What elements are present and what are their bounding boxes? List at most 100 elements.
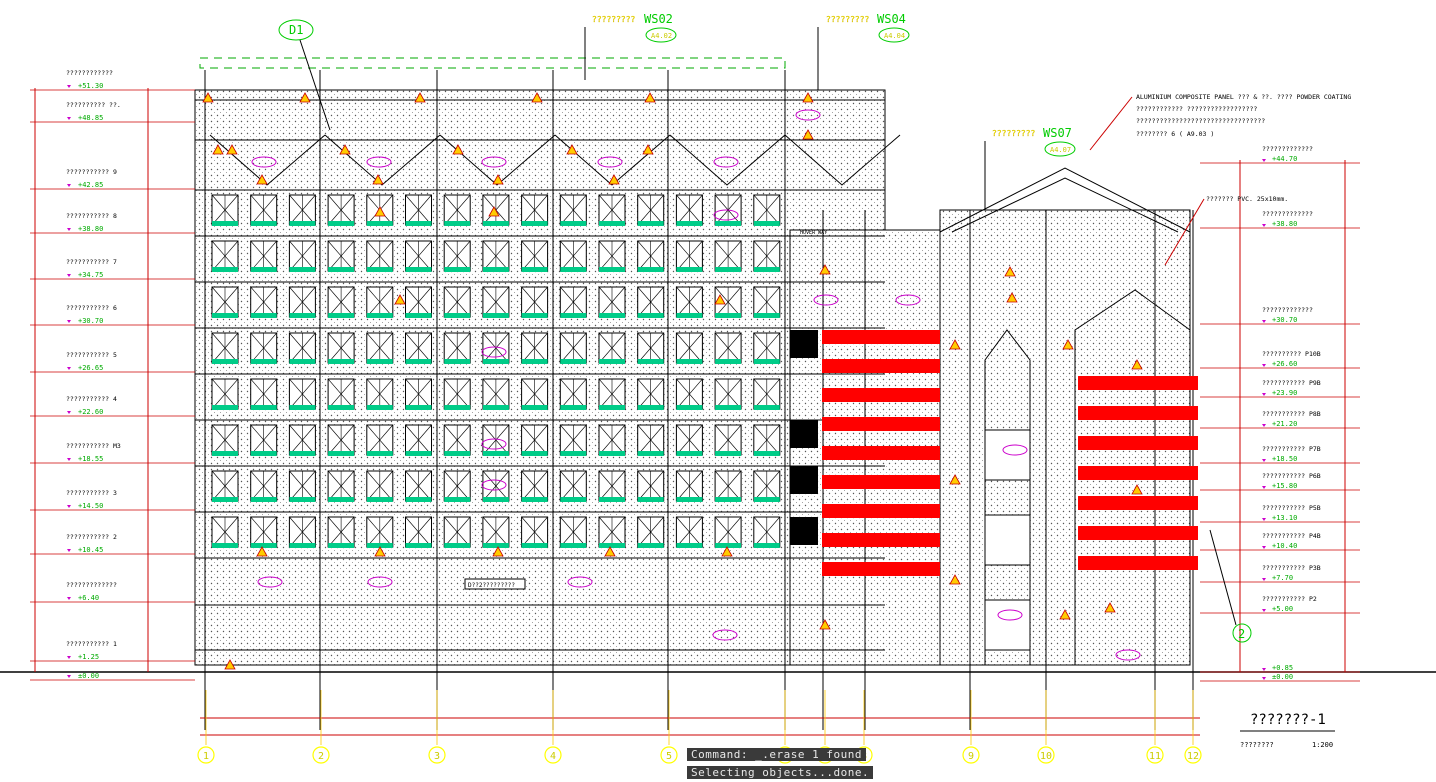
level-value: +22.60 [78, 408, 103, 416]
level-marker-icon [1262, 424, 1266, 427]
window [559, 470, 587, 502]
triangle-tag-icon [608, 174, 620, 185]
svg-text:A4.07: A4.07 [1050, 146, 1071, 154]
level-marker-icon [1262, 518, 1266, 521]
balcony [1078, 526, 1198, 540]
tag-ws07: ????????? WS07 A4.07 [984, 126, 1076, 210]
level-marker-icon [1262, 364, 1266, 367]
level-value: +5.00 [1272, 605, 1293, 613]
window [598, 194, 626, 226]
balcony [822, 562, 940, 576]
command-line-1: Command: _.erase 1 found [687, 748, 866, 761]
window [211, 424, 239, 456]
level-marker-icon [67, 85, 71, 88]
window [598, 378, 626, 410]
window [675, 240, 703, 272]
window [521, 332, 549, 364]
window [405, 378, 432, 410]
level-value: +0.85 [1272, 664, 1293, 672]
grid-axis-label: 12 [1187, 751, 1199, 762]
level-right: ?????????? P10B+26.60 [1200, 350, 1360, 369]
triangle-tag-icon [256, 174, 268, 185]
roof-parapet [199, 57, 786, 69]
level-marker-icon [67, 458, 71, 461]
window [521, 240, 549, 272]
window [637, 424, 665, 456]
window [366, 240, 394, 272]
triangle-tag-icon [721, 546, 733, 557]
window [559, 516, 587, 548]
window [637, 470, 665, 502]
window [753, 470, 781, 502]
window [366, 378, 394, 410]
level-marker-icon [1262, 320, 1266, 323]
triangle-tag-icon [1131, 484, 1143, 495]
hover-label: HOVER WAY [800, 230, 827, 236]
window [211, 378, 239, 410]
window [366, 286, 394, 318]
grid-bubble-icon: 2 [312, 690, 330, 764]
window [984, 514, 1031, 566]
level-value: +10.45 [78, 546, 103, 554]
grid-bubble-icon: 9 [962, 690, 980, 764]
triangle-tag-icon [226, 144, 238, 155]
level-marker-icon [1262, 668, 1266, 671]
level-right: ±0.00 [1200, 673, 1360, 682]
window [521, 194, 549, 226]
window [288, 470, 316, 502]
grid-axis-label: 9 [968, 751, 974, 762]
tag-ws04: ????????? WS04 A4.04 [817, 12, 910, 90]
level-name: ??????????? 3 [66, 489, 117, 497]
window [637, 516, 665, 548]
dark-panel [790, 330, 818, 358]
window [753, 240, 781, 272]
window [559, 378, 587, 410]
triangle-tag-icon [488, 206, 500, 217]
window [211, 286, 239, 318]
level-marker-icon [67, 367, 71, 370]
window [211, 194, 239, 226]
level-right: ??????????? P7B+18.50 [1200, 445, 1360, 464]
svg-text:ALUMINIUM COMPOSITE PANEL ???: ALUMINIUM COMPOSITE PANEL ??? & ??. ????… [1136, 93, 1351, 101]
triangle-tag-icon [212, 144, 224, 155]
triangle-tag-icon [394, 294, 406, 305]
marker [795, 109, 821, 121]
level-value: ±0.00 [1272, 673, 1293, 681]
grid-axis-label: 2 [318, 751, 324, 762]
window [984, 429, 1031, 481]
window [211, 332, 239, 364]
level-marker-icon [67, 411, 71, 414]
triangle-tag-icon [414, 92, 426, 103]
level-left: ?????????? ??.+48.85 [30, 101, 195, 123]
level-value: +10.40 [1272, 542, 1297, 550]
level-name: ????????????? [66, 581, 117, 589]
window [443, 286, 471, 318]
level-value: +44.70 [1272, 155, 1297, 163]
level-marker-icon [67, 184, 71, 187]
svg-text:?????????: ????????? [992, 129, 1036, 138]
svg-text:???????? 6 ( A9.03 ): ???????? 6 ( A9.03 ) [1136, 130, 1214, 138]
level-value: +18.50 [1272, 455, 1297, 463]
svg-text:A4.02: A4.02 [651, 32, 672, 40]
marker [1002, 444, 1028, 456]
svg-text:2: 2 [1238, 627, 1245, 641]
window [288, 286, 316, 318]
level-value: +38.80 [1272, 220, 1297, 228]
window [482, 470, 510, 502]
triangle-tag-icon [339, 144, 351, 155]
marker [481, 438, 507, 450]
level-value: ±0.00 [78, 672, 99, 680]
window [675, 286, 703, 318]
level-value: +14.50 [78, 502, 103, 510]
level-left: ??????????? 3 +14.50 [30, 489, 195, 511]
window [598, 424, 626, 456]
level-value: +18.55 [78, 455, 103, 463]
triangle-tag-icon [604, 546, 616, 557]
window [327, 516, 355, 548]
balcony [1078, 406, 1198, 420]
window [405, 286, 432, 318]
window [327, 332, 355, 364]
window [250, 378, 278, 410]
level-left: ????????????+51.30 [30, 69, 195, 91]
